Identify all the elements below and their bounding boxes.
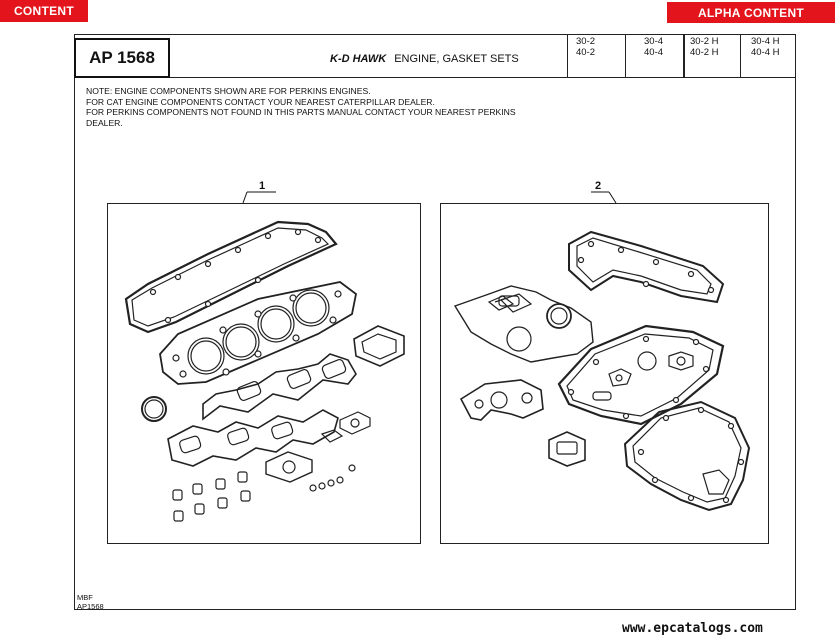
page-code-underline: [74, 76, 170, 78]
page-title: K-D HAWK ENGINE, GASKET SETS: [330, 53, 519, 65]
diagram-top-gasket-set[interactable]: [107, 203, 421, 544]
brand-name: K-D HAWK: [330, 53, 387, 65]
model-label: 30-4 H: [751, 36, 780, 47]
watermark-url: www.epcatalogs.com: [622, 621, 763, 636]
page-code: AP 1568: [74, 38, 170, 76]
note-line: FOR CAT ENGINE COMPONENTS CONTACT YOUR N…: [86, 96, 435, 107]
footer-line: MBF: [77, 593, 93, 602]
model-label: 30-4: [644, 36, 664, 47]
top-gasket-drawing: [108, 204, 422, 545]
content-button[interactable]: CONTENT: [0, 0, 88, 22]
page-frame: [74, 34, 796, 610]
note-line: FOR PERKINS COMPONENTS NOT FOUND IN THIS…: [86, 107, 516, 117]
engine-note: NOTE: ENGINE COMPONENTS SHOWN ARE FOR PE…: [86, 86, 606, 128]
note-line: DEALER.: [86, 117, 123, 128]
model-label: 40-4 H: [751, 47, 780, 58]
header-row: [74, 34, 796, 78]
page-footer: MBF AP1568: [77, 593, 104, 611]
alpha-content-button[interactable]: ALPHA CONTENT: [667, 2, 835, 23]
section-title: ENGINE, GASKET SETS: [394, 53, 519, 65]
diagram-bottom-gasket-set[interactable]: [440, 203, 769, 544]
model-label: 30-2: [576, 36, 596, 47]
model-label: 40-2: [576, 47, 596, 58]
note-line: NOTE: ENGINE COMPONENTS SHOWN ARE FOR PE…: [86, 86, 371, 96]
item-number-1[interactable]: 1: [259, 180, 266, 192]
bottom-gasket-drawing: [441, 204, 770, 545]
model-label: 30-2 H: [690, 36, 719, 47]
item-number-2[interactable]: 2: [595, 180, 602, 192]
model-label: 40-4: [644, 47, 664, 58]
model-label: 40-2 H: [690, 47, 719, 58]
footer-line: AP1568: [77, 602, 104, 611]
